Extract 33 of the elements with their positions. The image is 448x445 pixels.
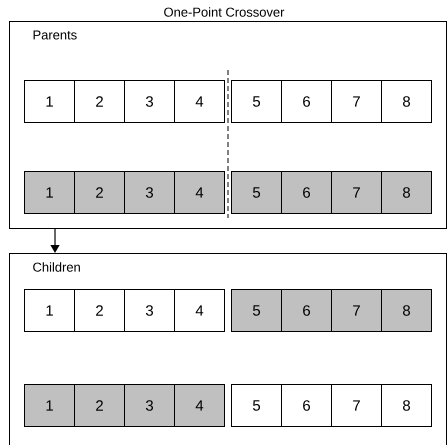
gene-cell: 4: [174, 80, 225, 123]
gene-cell: 2: [74, 171, 125, 214]
gene-cell: 5: [231, 384, 282, 427]
gene-cell: 3: [124, 384, 175, 427]
gene-cell: 5: [231, 289, 282, 332]
gene-cell: 1: [24, 289, 75, 332]
gene-cell: 1: [24, 384, 75, 427]
gene-cell: 4: [174, 171, 225, 214]
gene-cell: 2: [74, 384, 125, 427]
gene-cell: 8: [381, 80, 432, 123]
gene-cell: 5: [231, 171, 282, 214]
gene-cell: 4: [174, 289, 225, 332]
gene-cell: 6: [281, 80, 332, 123]
title: One-Point Crossover: [164, 7, 284, 17]
gene-cell: 5: [231, 80, 282, 123]
gene-cell: 8: [381, 384, 432, 427]
gene-cell: 7: [331, 289, 382, 332]
gene-cell: 6: [281, 384, 332, 427]
gene-cell: 8: [381, 171, 432, 214]
gene-cell: 3: [124, 80, 175, 123]
gene-cell: 7: [331, 80, 382, 123]
gene-cell: 6: [281, 171, 332, 214]
gene-cell: 3: [124, 171, 175, 214]
gene-cell: 4: [174, 384, 225, 427]
gene-cell: 6: [281, 289, 332, 332]
gene-cell: 1: [24, 80, 75, 123]
gene-cell: 2: [74, 80, 125, 123]
gene-cell: 1: [24, 171, 75, 214]
gene-cell: 7: [331, 171, 382, 214]
gene-cell: 2: [74, 289, 125, 332]
gene-cell: 8: [381, 289, 432, 332]
gene-cell: 3: [124, 289, 175, 332]
gene-cell: 7: [331, 384, 382, 427]
